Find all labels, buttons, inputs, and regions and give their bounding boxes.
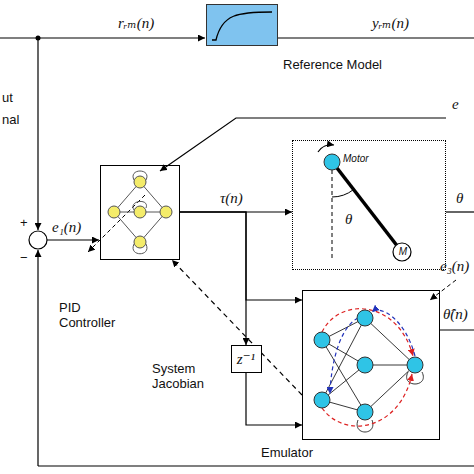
neuron — [314, 310, 423, 420]
step-response — [212, 12, 272, 40]
signal-label: ut — [2, 90, 13, 105]
edge-label: System Jacobian — [152, 362, 224, 392]
blue-dashed-path — [372, 310, 415, 356]
error-line — [47, 239, 99, 240]
emulator-output-line — [440, 329, 474, 330]
output-line — [446, 211, 474, 212]
signal-label: rᵣₘ(n) — [118, 14, 154, 32]
red-dashed-path — [322, 309, 413, 356]
feedback-line — [38, 465, 474, 466]
emulator-network — [322, 318, 423, 432]
reference-line — [0, 37, 205, 38]
pendulum-rod — [337, 168, 397, 245]
reference-model-box: Reference Model — [206, 4, 278, 46]
signal-label: e₃(n) — [440, 258, 469, 275]
rotation-arrow — [318, 145, 334, 152]
edge-label: τ(n) — [220, 190, 243, 207]
signal-label: e — [452, 96, 459, 113]
pendulum-mass — [393, 243, 411, 261]
red-dashed-path — [322, 374, 412, 426]
delay-box: z⁻¹ — [231, 345, 262, 373]
reference-model-fill — [206, 4, 278, 46]
signal-label: yᵣₘ(n) — [372, 14, 409, 32]
summing-junction — [29, 231, 47, 249]
node-text: Motor — [343, 153, 369, 164]
blue-dashed-path — [330, 318, 358, 394]
emulator-box: Emulator — [302, 290, 440, 440]
node-text: z⁻¹ — [237, 350, 255, 368]
error-line — [160, 118, 446, 171]
signal-label: θ — [456, 190, 463, 207]
node-text: Emulator — [261, 445, 313, 460]
signal-label: θ̂(n) — [443, 306, 468, 323]
pendulum-box: MotorMθ — [292, 140, 446, 270]
signal-label: + — [20, 215, 28, 230]
angle-arc — [332, 190, 354, 197]
neuron — [108, 176, 172, 248]
signal-label: − — [20, 250, 28, 265]
input-line — [37, 38, 38, 230]
connector — [246, 373, 302, 425]
node-text: PID Controller — [59, 301, 129, 331]
signal-label: nal — [2, 112, 19, 127]
node-text: Reference Model — [283, 57, 382, 72]
connector — [180, 212, 246, 345]
feedback-line — [37, 250, 38, 466]
pid-network — [114, 171, 166, 254]
signal-label: e₁(n) — [52, 219, 81, 236]
connector — [180, 212, 302, 300]
vertical-reference — [332, 170, 333, 258]
node-text: θ — [345, 211, 352, 228]
motor-pivot — [324, 154, 340, 170]
pid-controller-box: PID Controller — [100, 165, 180, 260]
node-text: M — [395, 246, 411, 257]
adaptation-arrow — [88, 195, 145, 252]
reference-output-line — [278, 37, 474, 38]
